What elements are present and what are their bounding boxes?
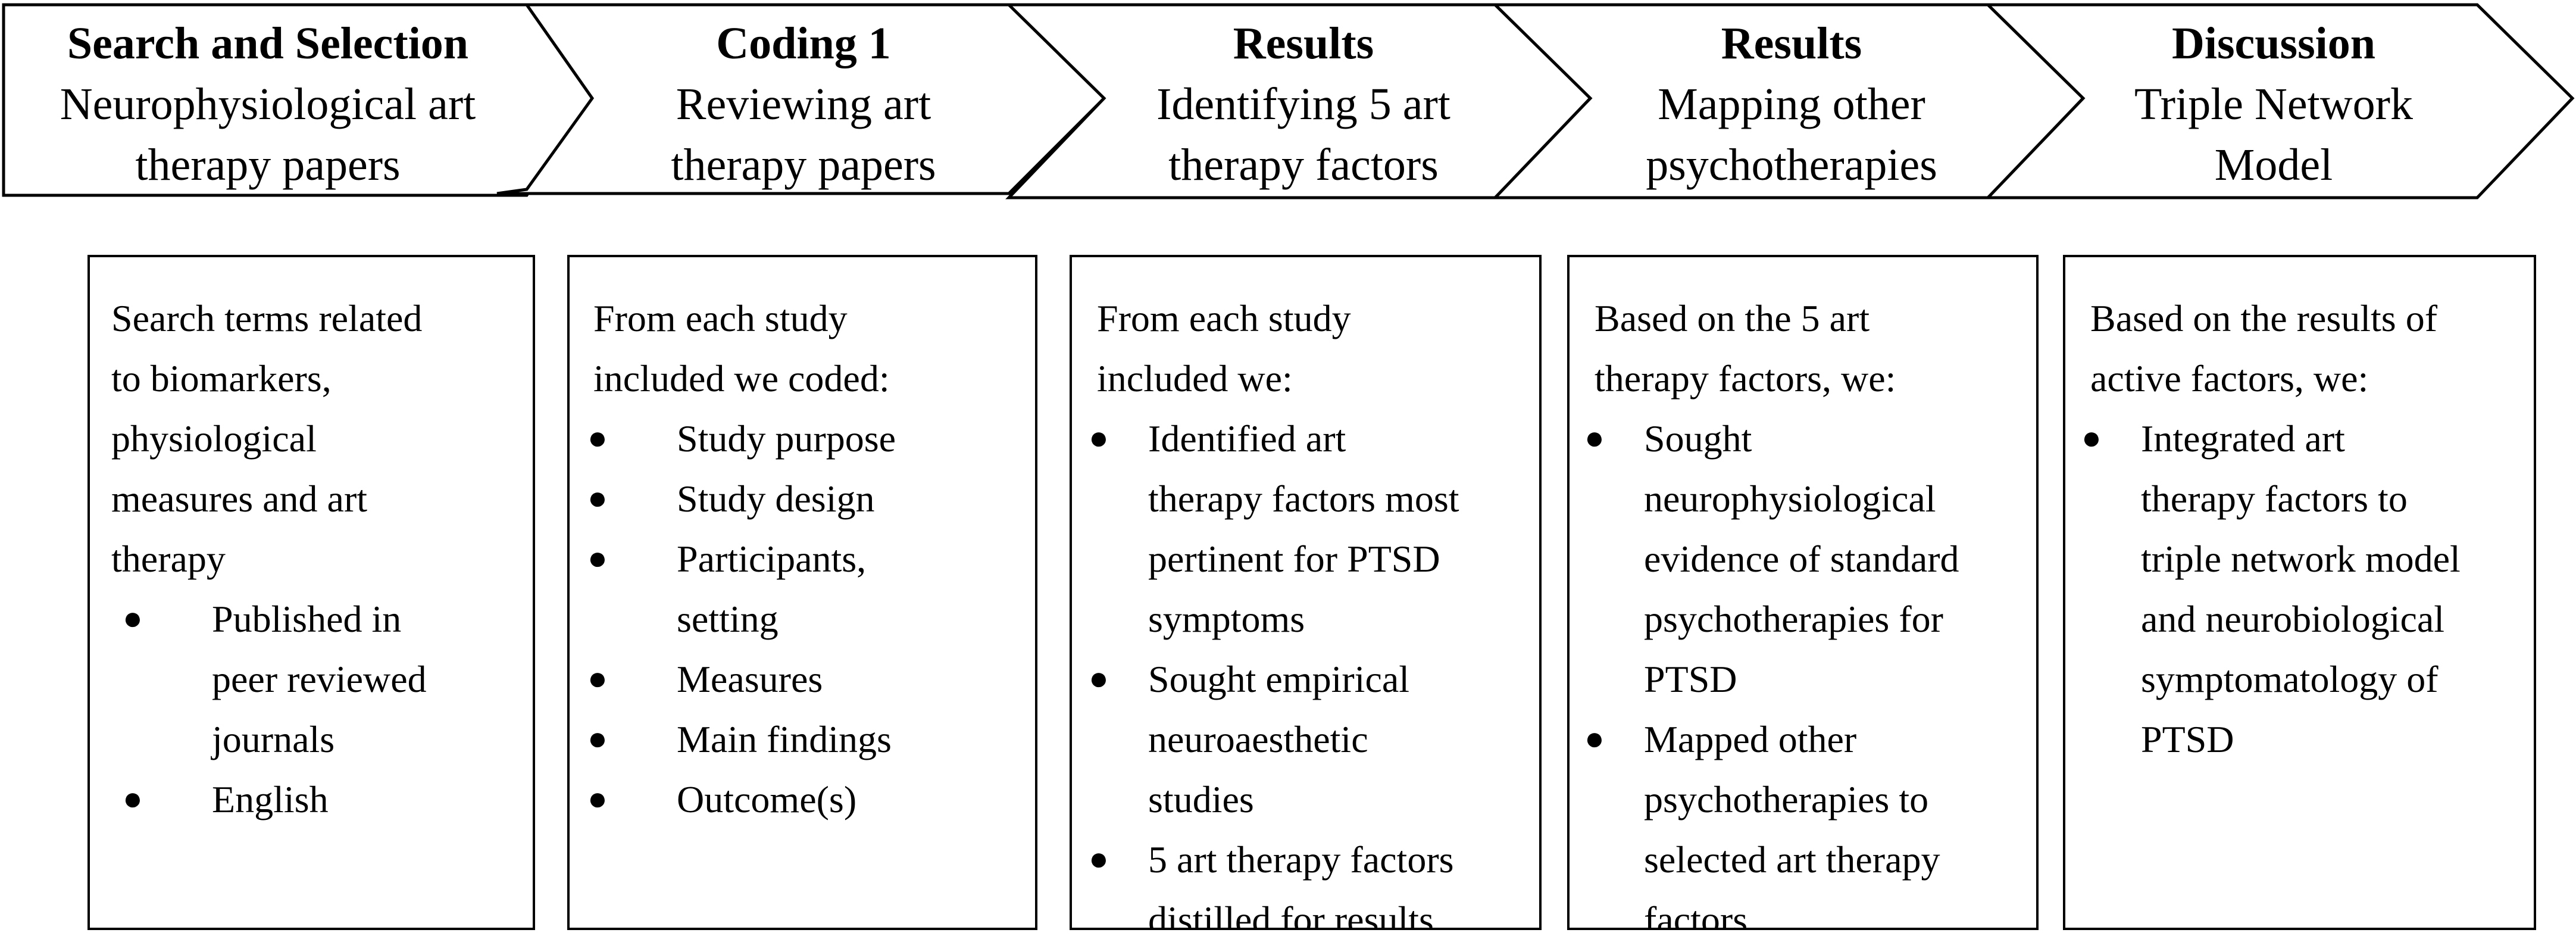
bullet-icon: ●	[1089, 420, 1109, 457]
list-item-text: Measures	[677, 658, 823, 700]
stage-label-1: Search and Selection Neurophysiological …	[12, 13, 524, 204]
box-list: ● Published in peer reviewed journals ● En…	[90, 589, 533, 829]
detail-box-results-mapping: Based on the 5 art therapy factors, we: …	[1567, 255, 2039, 930]
list-item-text: Participants, setting	[677, 538, 867, 640]
bullet-icon: ●	[123, 600, 143, 637]
stage-label-3: Results Identifying 5 art therapy factor…	[1059, 13, 1548, 204]
list-item: ● Measures	[587, 649, 1035, 709]
bullet-icon: ●	[1584, 420, 1605, 457]
list-item: ● Outcome(s)	[587, 769, 1035, 829]
stage-subtitle: Reviewing art therapy papers	[671, 79, 936, 190]
stage-title: Search and Selection	[67, 18, 469, 68]
list-item-text: Sought neurophysiological evidence of st…	[1644, 417, 1959, 700]
list-item-text: Identified art therapy factors most pert…	[1148, 417, 1459, 640]
list-item-text: 5 art therapy factors distilled for resu…	[1148, 838, 1454, 930]
box-list: ● Integrated art therapy factors to tripl…	[2065, 408, 2534, 769]
stage-title: Coding 1	[716, 18, 891, 68]
stage-label-5: Discussion Triple Network Model	[2036, 13, 2512, 204]
bullet-icon: ●	[1089, 660, 1109, 697]
bullet-icon: ●	[1584, 720, 1605, 757]
list-item-text: Integrated art therapy factors to triple…	[2141, 417, 2461, 760]
bullet-icon: ●	[587, 480, 608, 517]
stage-label-2: Coding 1 Reviewing art therapy papers	[565, 13, 1042, 204]
stage-subtitle: Mapping other psychotherapies	[1646, 79, 1937, 190]
detail-box-search: Search terms related to biomarkers, phys…	[87, 255, 535, 930]
list-item: ● English	[123, 769, 533, 829]
stage-title: Discussion	[2171, 18, 2376, 68]
list-item: ● Sought neurophysiological evidence of s…	[1584, 408, 2036, 709]
detail-box-discussion: Based on the results of active factors, …	[2063, 255, 2536, 930]
list-item: ● Integrated art therapy factors to tripl…	[2081, 408, 2534, 769]
bullet-icon: ●	[1089, 841, 1109, 878]
box-intro: Based on the results of active factors, …	[2090, 297, 2437, 400]
list-item-text: Study purpose	[677, 417, 896, 460]
box-intro: Based on the 5 art therapy factors, we:	[1595, 297, 1896, 400]
bullet-icon: ●	[587, 720, 608, 757]
box-list: ● Identified art therapy factors most per…	[1072, 408, 1539, 930]
list-item-text: Outcome(s)	[677, 778, 857, 821]
stage-subtitle: Neurophysiological art therapy papers	[60, 79, 476, 190]
stage-subtitle: Identifying 5 art therapy factors	[1156, 79, 1450, 190]
list-item-text: Sought empirical neuroaesthetic studies	[1148, 658, 1410, 821]
bullet-icon: ●	[587, 540, 608, 577]
stage-subtitle: Triple Network Model	[2134, 79, 2413, 190]
bullet-icon: ●	[587, 781, 608, 818]
detail-box-results-factors: From each study included we: ● Identified…	[1070, 255, 1542, 930]
list-item-text: Main findings	[677, 718, 892, 760]
stage-chevron-5	[1984, 3, 2575, 199]
box-intro: From each study included we:	[1097, 297, 1351, 400]
bullet-icon: ●	[587, 660, 608, 697]
list-item-text: Mapped other psychotherapies to selected…	[1644, 718, 1940, 930]
list-item: ● 5 art therapy factors distilled for res…	[1089, 829, 1539, 930]
list-item: ● Published in peer reviewed journals	[123, 589, 533, 769]
list-item: ● Main findings	[587, 709, 1035, 769]
bullet-icon: ●	[587, 420, 608, 457]
process-flow	[2, 3, 2575, 199]
stage-title: Results	[1233, 18, 1374, 68]
list-item-text: Study design	[677, 478, 875, 520]
box-list: ● Sought neurophysiological evidence of s…	[1570, 408, 2036, 930]
list-item: ● Study design	[587, 469, 1035, 529]
list-item-text: Published in peer reviewed journals	[212, 598, 427, 760]
bullet-icon: ●	[123, 781, 143, 818]
list-item: ● Study purpose	[587, 408, 1035, 469]
box-list: ● Study purpose ● Study design ● Participan…	[570, 408, 1035, 829]
stage-label-4: Results Mapping other psychotherapies	[1548, 13, 2036, 204]
stage-title: Results	[1721, 18, 1862, 68]
detail-box-coding: From each study included we coded: ● Stud…	[567, 255, 1037, 930]
box-intro: From each study included we coded:	[593, 297, 890, 400]
list-item-text: English	[212, 778, 329, 821]
box-intro: Search terms related to biomarkers, phys…	[111, 297, 423, 580]
list-item: ● Mapped other psychotherapies to selecte…	[1584, 709, 2036, 930]
list-item: ● Identified art therapy factors most per…	[1089, 408, 1539, 649]
list-item: ● Participants, setting	[587, 529, 1035, 649]
list-item: ● Sought empirical neuroaesthetic studies	[1089, 649, 1539, 829]
bullet-icon: ●	[2081, 420, 2102, 457]
